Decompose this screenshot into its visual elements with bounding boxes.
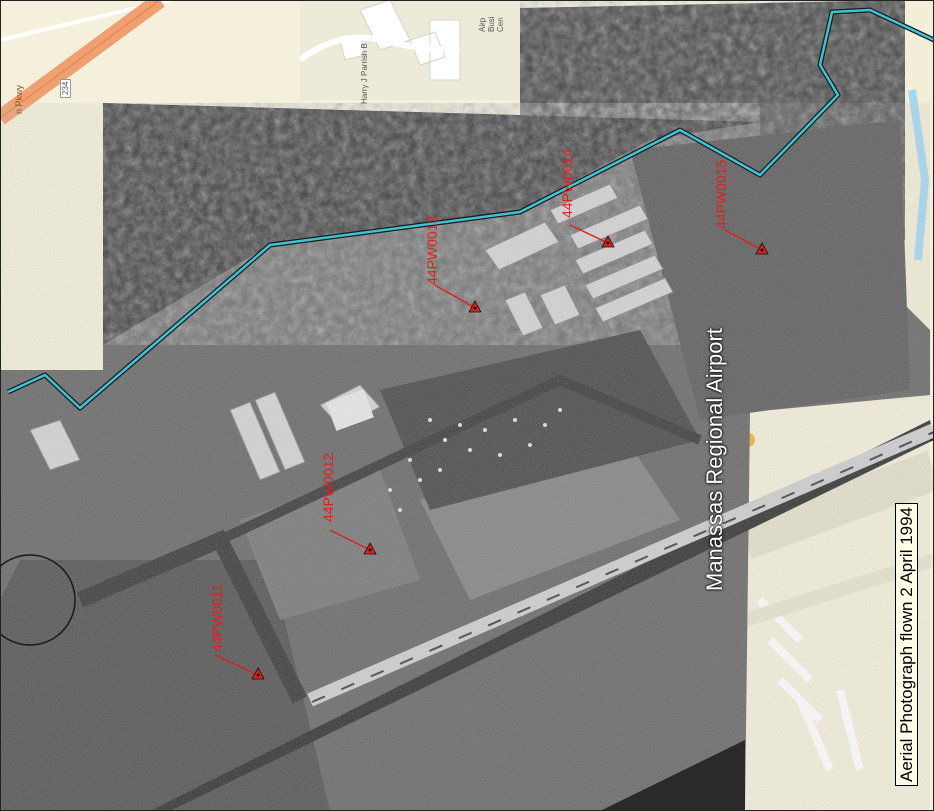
site-label-44PW0012[interactable]: 44PW0012 [320, 452, 336, 522]
airport-name-label: Manassas Regional Airport [702, 328, 727, 591]
site-label-44PW0015[interactable]: 44PW0015 [713, 159, 729, 229]
site-markers [214, 224, 763, 676]
road-label-parkway: n Pkwy [14, 84, 24, 114]
basemap-top-features [0, 0, 530, 100]
site-label-44PW0014[interactable]: 44PW0014 [559, 148, 575, 218]
site-label-44PW0013[interactable]: 44PW0013 [424, 215, 440, 285]
road-label-harry-j-parrish: Harry J Parrish B [360, 43, 369, 104]
photo-caption: Aerial Photograph flown 2 April 1994 [895, 502, 918, 786]
site-label-44PW0011[interactable]: 44PW0011 [209, 583, 225, 652]
area-label-airport-business-center: Airp Busi Cen [478, 16, 505, 32]
road-shield-234: 234 [60, 78, 71, 98]
